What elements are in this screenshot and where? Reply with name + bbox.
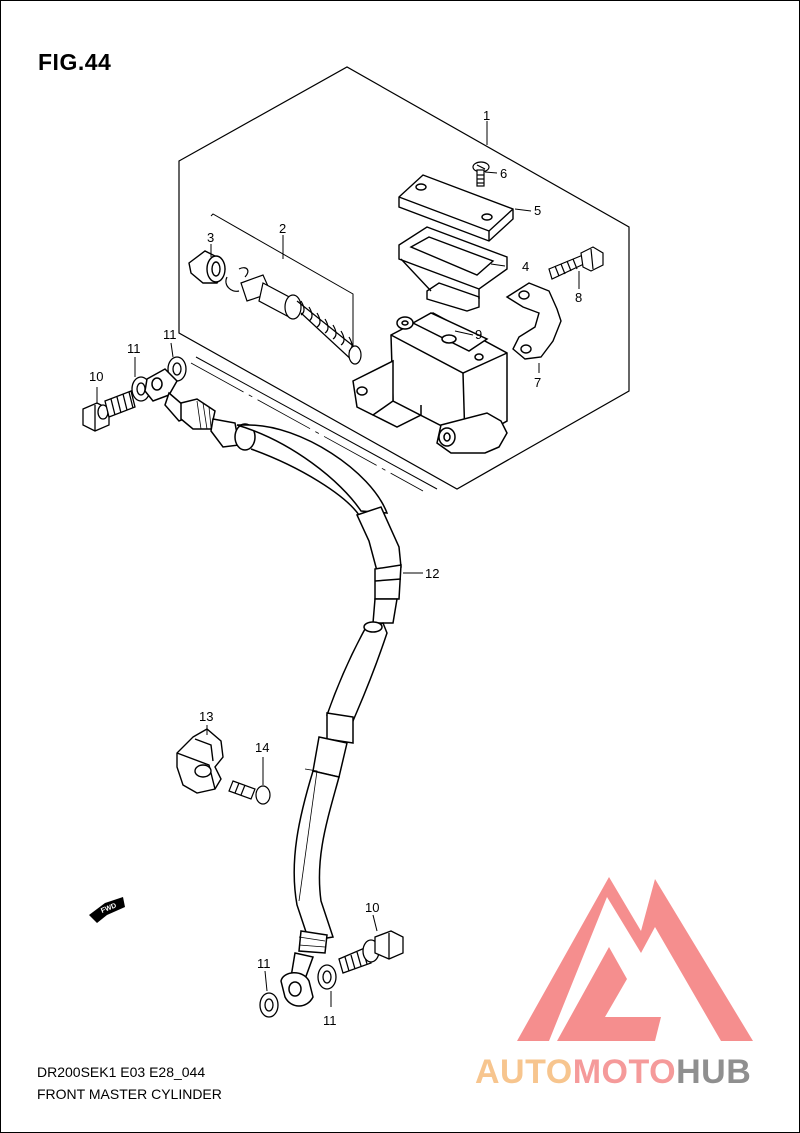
part-3-boot — [188, 250, 226, 284]
part-7-clamp — [505, 282, 562, 360]
figure-code: DR200SEK1 E03 E28_044 — [37, 1064, 206, 1080]
callout-10-lower: 10 — [365, 900, 379, 915]
watermark-hub: HUB — [676, 1053, 751, 1091]
part-5-reservoir-cap — [398, 174, 514, 242]
callout-11-upper-left: 11 — [127, 341, 141, 356]
master-cylinder-body — [352, 312, 508, 454]
part-11-washer-lower-right — [317, 964, 337, 990]
callout-8: 8 — [575, 290, 582, 305]
part-6-screw — [472, 161, 490, 187]
part-4-diaphragm — [398, 226, 508, 312]
callout-3: 3 — [207, 230, 214, 245]
callout-9: 9 — [475, 327, 482, 342]
part-11-washer-upper-right — [167, 356, 187, 382]
part-8-bolt — [548, 246, 604, 280]
part-12-brake-hose — [144, 368, 402, 1007]
part-10-banjo-bolt-upper — [82, 390, 136, 432]
fwd-arrow-icon: FWD — [89, 897, 125, 923]
callout-12: 12 — [425, 566, 439, 581]
callout-6: 6 — [500, 166, 507, 181]
part-13-hose-clamp — [176, 728, 224, 794]
watermark-auto: AUTO — [475, 1053, 573, 1091]
callout-5: 5 — [534, 203, 541, 218]
watermark-logo-icon — [517, 877, 753, 1041]
part-14-screw — [228, 780, 271, 805]
assembly-outline — [178, 66, 630, 490]
callout-11-lower-left: 11 — [257, 956, 271, 971]
callout-13: 13 — [199, 709, 213, 724]
callout-leaders — [96, 121, 580, 1007]
part-2-piston-set — [225, 267, 362, 365]
callout-10-upper: 10 — [89, 369, 103, 384]
callout-numbers: 1 2 3 4 5 6 7 8 9 10 11 11 12 13 14 10 1… — [89, 108, 582, 1028]
callout-4: 4 — [522, 259, 529, 274]
callout-1: 1 — [483, 108, 490, 123]
callout-11-lower-right: 11 — [323, 1013, 337, 1028]
figure-name: FRONT MASTER CYLINDER — [37, 1086, 222, 1102]
part-11-washer-lower-left — [259, 992, 279, 1018]
callout-7: 7 — [534, 375, 541, 390]
figure-title: FIG.44 — [38, 49, 112, 75]
callout-2: 2 — [279, 221, 286, 236]
watermark-text: AUTOMOTOHUB — [475, 1053, 751, 1091]
part-10-banjo-bolt-lower — [338, 930, 404, 974]
callout-11-upper-right: 11 — [163, 327, 177, 342]
watermark-moto: MOTO — [573, 1053, 676, 1091]
callout-14: 14 — [255, 740, 269, 755]
